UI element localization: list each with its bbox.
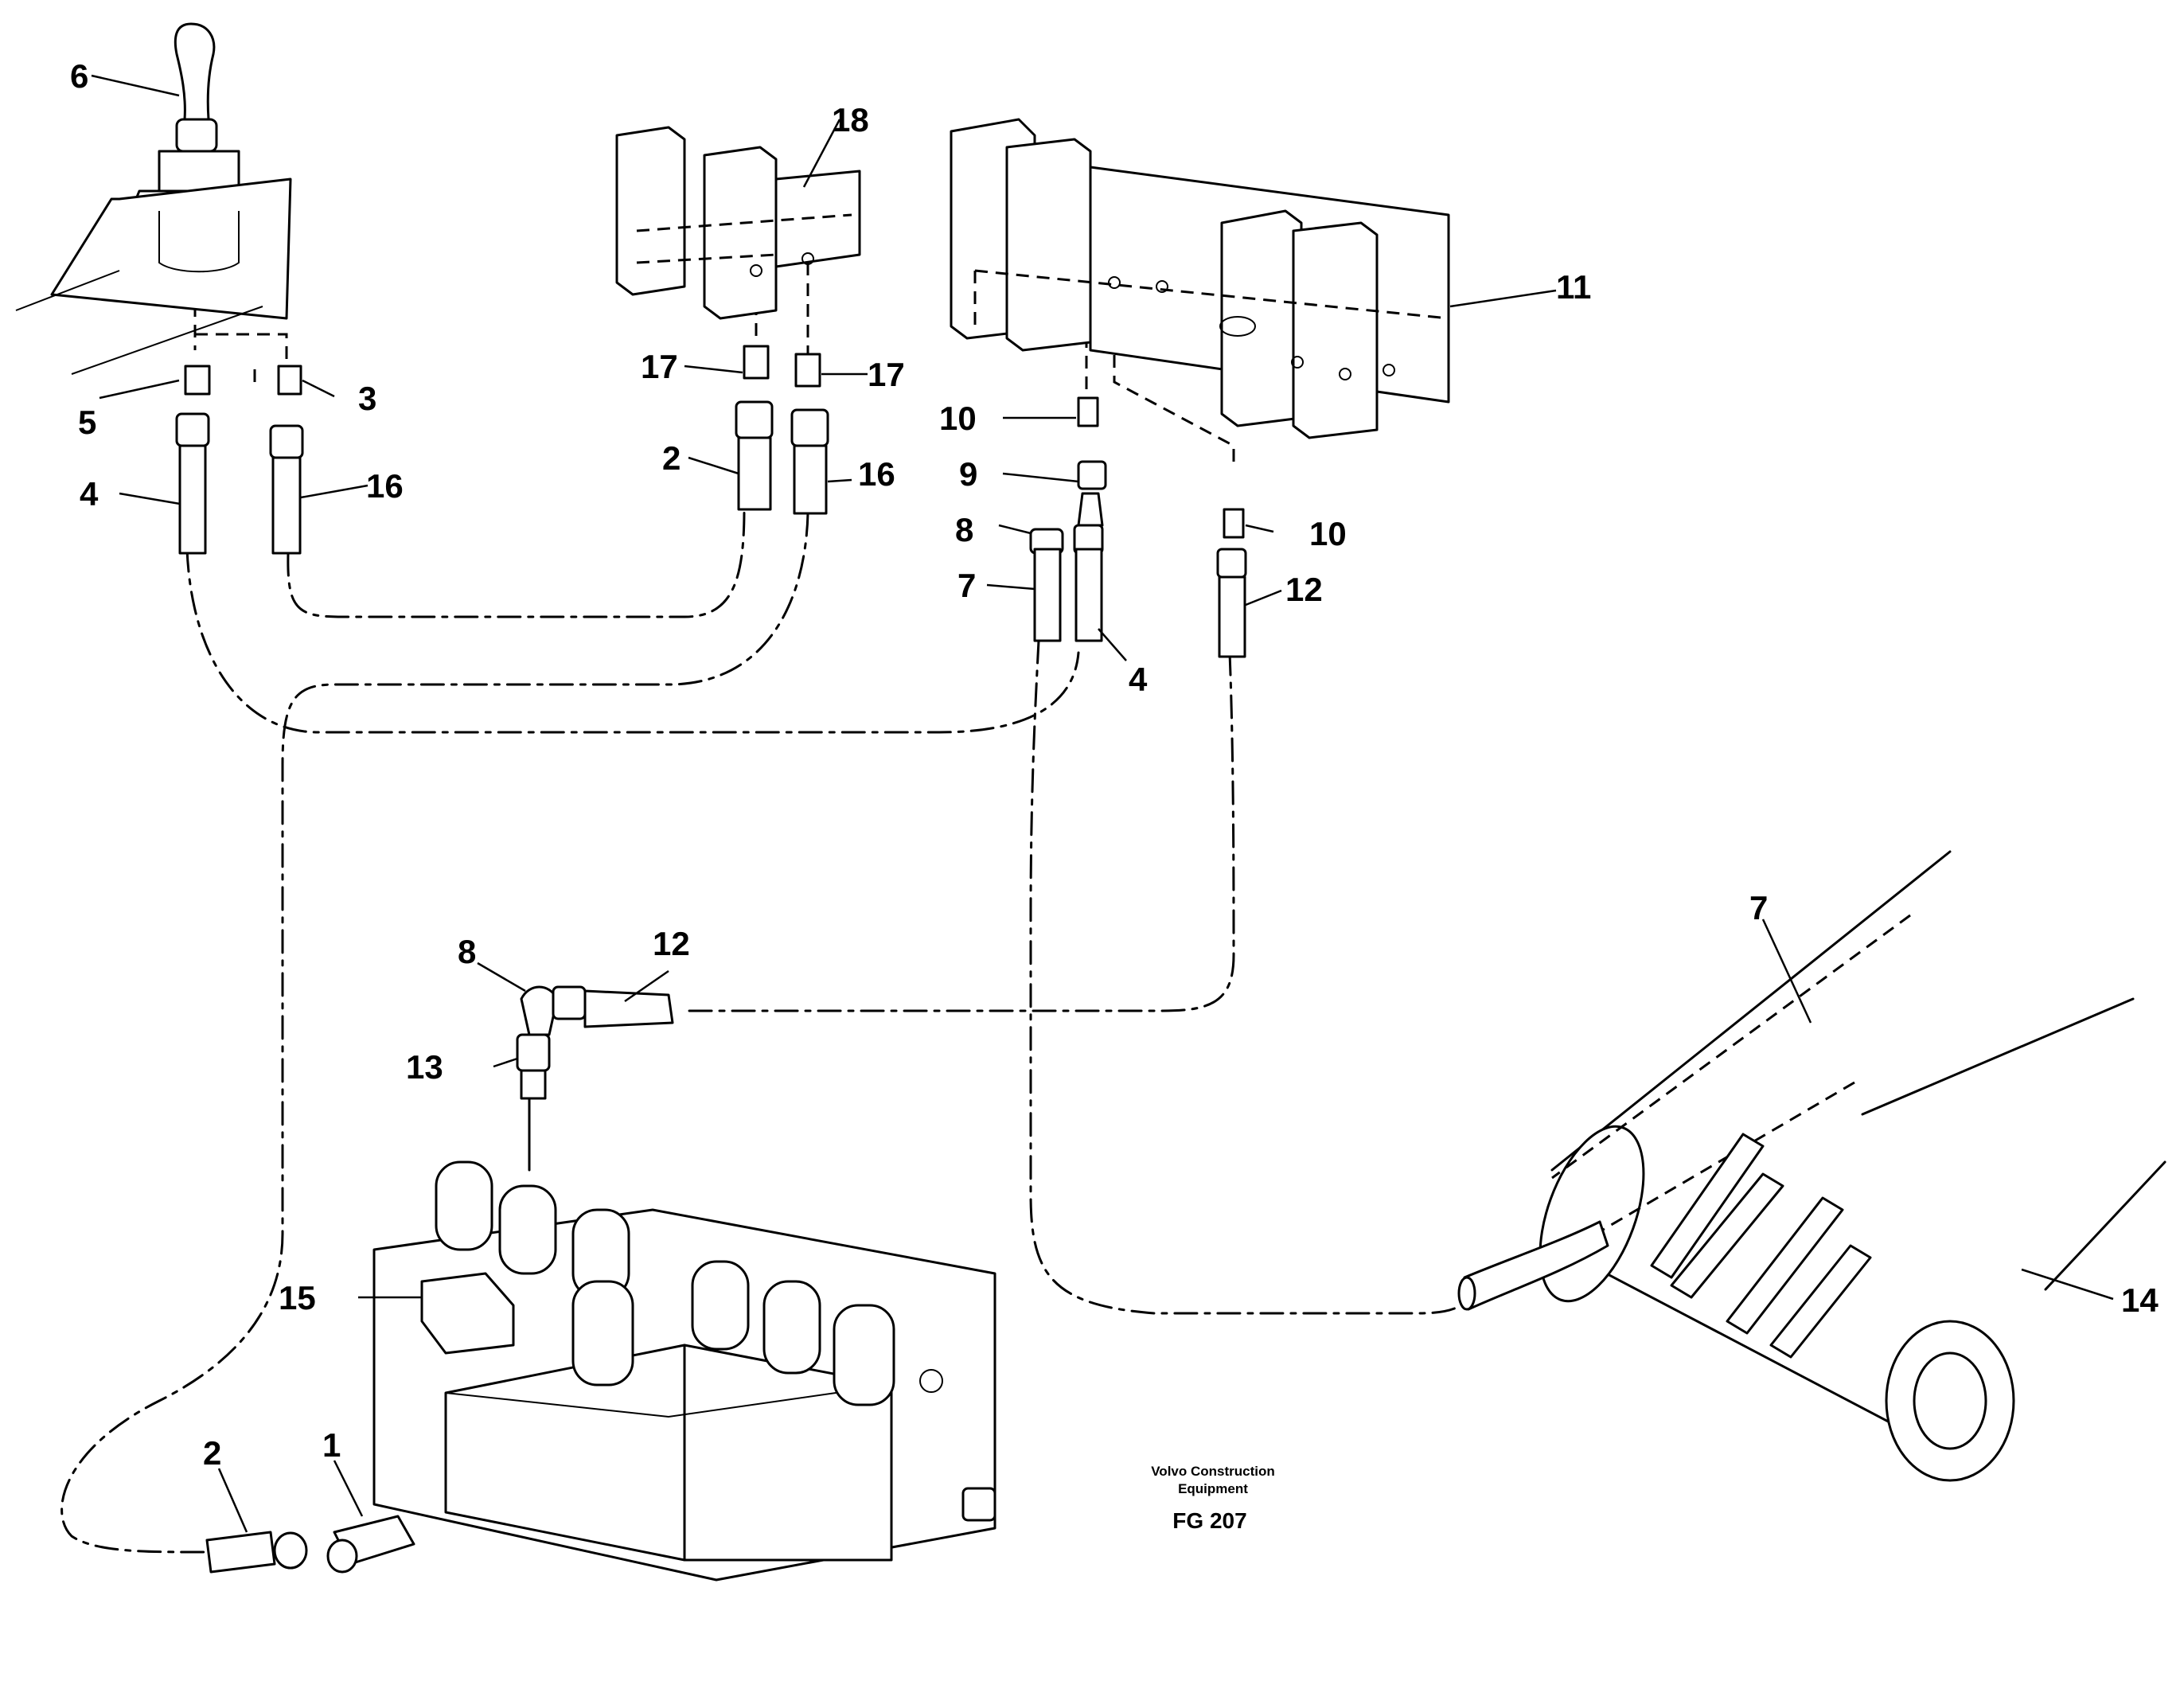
callout-7-boom: 7	[1749, 889, 1768, 926]
callout-8-bottom: 8	[458, 933, 476, 970]
callout-9: 9	[959, 455, 977, 493]
callout-4-right: 4	[1129, 661, 1148, 698]
brand-line-1: Volvo Construction	[1151, 1464, 1275, 1479]
figure-footer: Volvo Construction Equipment FG 207	[1151, 1464, 1275, 1533]
callout-labels: 6 5 3 4 16 18 17 17 2 16 11 10 10 9 8 7 …	[70, 57, 2159, 1472]
boom-bolts	[1650, 1133, 1872, 1359]
leader-lines	[91, 74, 2114, 1533]
callout-16-right: 16	[858, 455, 895, 493]
callout-14: 14	[2121, 1281, 2159, 1319]
valve-block-11	[950, 118, 1450, 658]
callout-1: 1	[322, 1426, 341, 1464]
callout-12-right: 12	[1285, 571, 1323, 608]
solenoid-caps	[435, 1160, 996, 1522]
callout-2-bottom: 2	[203, 1434, 221, 1472]
hose-routes	[60, 263, 1474, 1554]
callout-15: 15	[279, 1279, 316, 1316]
callout-10-right: 10	[1309, 515, 1347, 552]
callout-12-bottom: 12	[653, 925, 690, 962]
brand-line-2: Equipment	[1178, 1481, 1248, 1496]
callout-17-right: 17	[868, 356, 905, 393]
solenoid-valve-block-15	[372, 1160, 996, 1582]
figure-code: FG 207	[1172, 1508, 1246, 1533]
callout-2-top: 2	[662, 439, 681, 477]
callout-13: 13	[406, 1048, 443, 1086]
callout-8-right: 8	[955, 511, 973, 548]
callout-11: 11	[1556, 268, 1591, 306]
fittings-bottom-left	[205, 1515, 415, 1574]
callout-17-left: 17	[641, 348, 678, 385]
callout-3: 3	[358, 380, 376, 417]
joystick-fittings	[175, 365, 304, 555]
boom-arm-14	[1457, 850, 2166, 1482]
valve-block-18	[615, 126, 861, 515]
callout-18: 18	[832, 101, 869, 138]
callout-6: 6	[70, 57, 88, 95]
callout-7-right: 7	[957, 567, 976, 604]
fitting-cluster-center	[516, 985, 674, 1100]
joystick-assembly	[15, 22, 292, 375]
callout-10-left: 10	[939, 400, 977, 437]
callout-5: 5	[78, 404, 96, 441]
callout-16-left: 16	[366, 467, 404, 505]
callout-4-left: 4	[80, 475, 99, 513]
